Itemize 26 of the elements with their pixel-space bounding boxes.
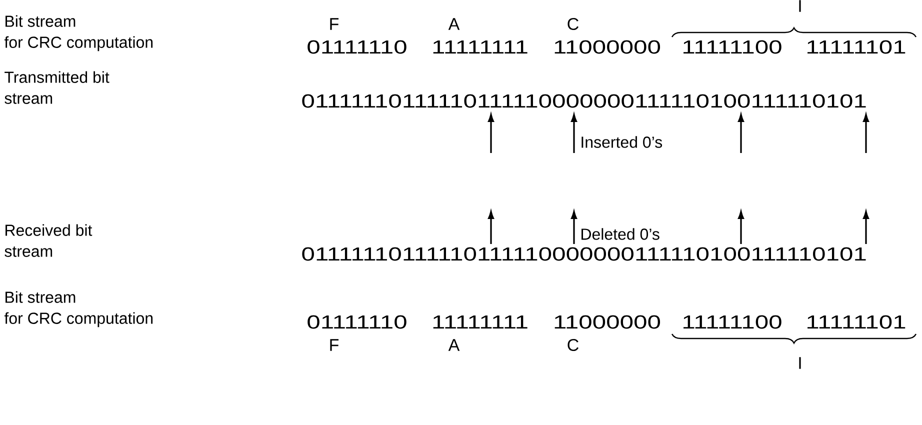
field-letter: I (799, 357, 801, 369)
field-letter: F (330, 18, 339, 30)
byte-value: 11000000 (554, 315, 660, 329)
field-letter: F (330, 339, 339, 351)
row-label: Received bit stream (4, 224, 92, 257)
field-letter: A (448, 339, 460, 351)
byte-value: 01111110 (308, 40, 406, 54)
byte-value: 01111110 (308, 315, 406, 329)
field-letter: A (448, 18, 460, 30)
byte-value: 11000000 (554, 40, 660, 54)
row-label: Bit stream for CRC computation (4, 15, 153, 52)
byte-value: 11111100 (684, 40, 782, 54)
byte-value: 11111100 (684, 315, 782, 329)
bit-stream: 01111110111110111110000000111110100111110101 (302, 94, 866, 108)
byte-value: 11111101 (808, 315, 906, 329)
field-letter: C (568, 338, 578, 352)
byte-value: 11111101 (808, 40, 906, 54)
row-label: Transmitted bit stream (4, 71, 110, 104)
row-label: Bit stream for CRC computation (4, 291, 153, 328)
field-letter: C (568, 18, 578, 30)
bit-stream: 01111110111110111110000000111110100111110101 (302, 247, 866, 261)
arrow-caption: Deleted 0’s (582, 228, 660, 240)
field-letter: I (799, 0, 801, 12)
arrow-caption: Inserted 0’s (582, 136, 662, 148)
byte-value: 11111111 (433, 40, 528, 54)
byte-value: 11111111 (433, 315, 528, 329)
